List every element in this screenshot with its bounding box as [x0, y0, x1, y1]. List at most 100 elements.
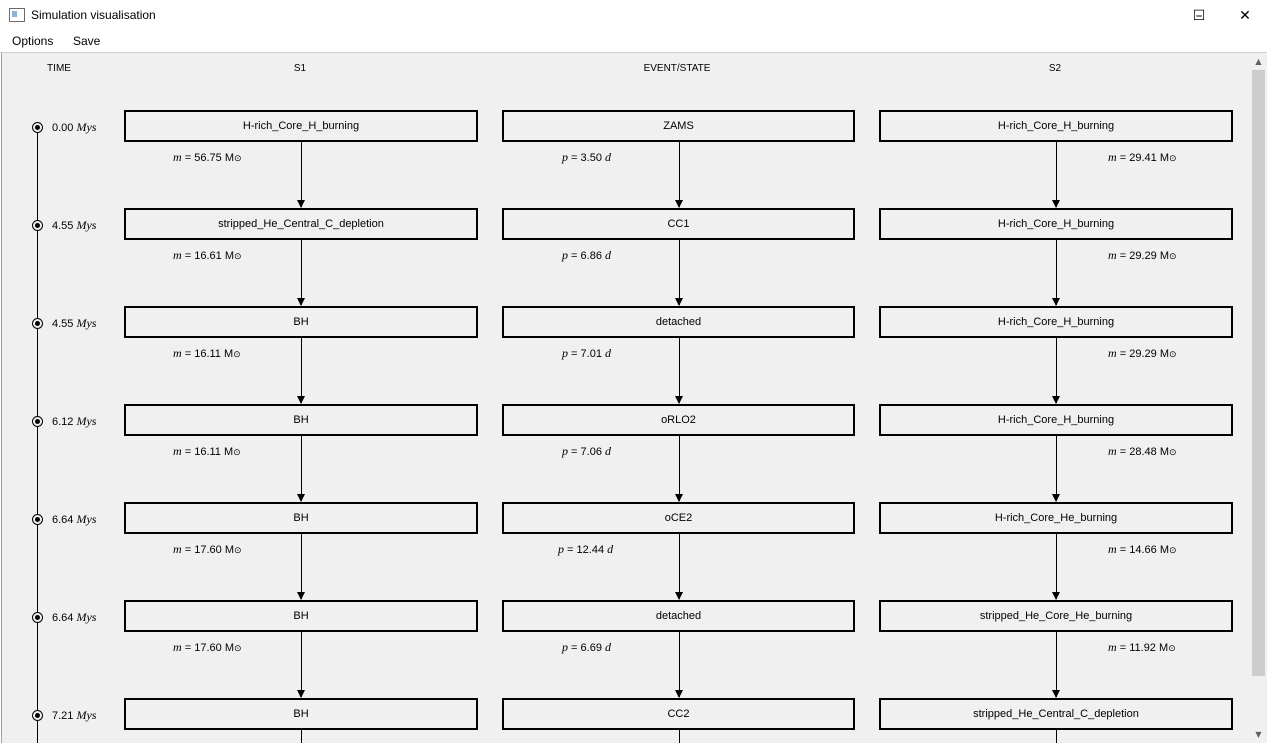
time-marker-icon	[32, 710, 43, 721]
state-box-event[interactable]: oRLO2	[502, 404, 855, 436]
column-header-s1: S1	[293, 63, 307, 74]
menu-options[interactable]: Options	[12, 34, 54, 48]
transition-arrow-icon	[679, 730, 680, 743]
time-label: 0.00 Mys	[52, 120, 96, 135]
state-box-s2[interactable]: H-rich_Core_He_burning	[879, 502, 1233, 534]
time-marker-icon	[32, 122, 43, 133]
transition-arrow-icon	[675, 142, 683, 208]
time-label: 7.21 Mys	[52, 708, 96, 723]
transition-arrow-icon	[1052, 240, 1060, 306]
transition-arrow-icon	[1052, 142, 1060, 208]
time-unit: Mys	[76, 120, 97, 134]
state-box-event[interactable]: ZAMS	[502, 110, 855, 142]
time-unit: Mys	[76, 708, 97, 722]
s1-mass-label: m = 16.61 M⊙	[173, 248, 242, 262]
transition-arrow-icon	[675, 534, 683, 600]
s1-mass-label: m = 17.60 M⊙	[173, 640, 242, 654]
transition-arrow-icon	[297, 534, 305, 600]
time-label: 6.64 Mys	[52, 512, 96, 527]
vertical-scrollbar[interactable]: ▲ ▼	[1250, 53, 1267, 743]
state-box-event[interactable]: oCE2	[502, 502, 855, 534]
state-box-s2[interactable]: stripped_He_Core_He_burning	[879, 600, 1233, 632]
period-label: p = 6.86 d	[562, 248, 612, 262]
transition-arrow-icon	[675, 632, 683, 698]
state-box-event[interactable]: CC1	[502, 208, 855, 240]
s2-mass-label: m = 14.66 M⊙	[1108, 542, 1177, 556]
state-box-s2[interactable]: H-rich_Core_H_burning	[879, 110, 1233, 142]
time-value: 0.00	[52, 122, 74, 134]
timeline-axis	[37, 125, 38, 743]
scroll-up-icon[interactable]: ▲	[1255, 57, 1262, 66]
transition-arrow-icon	[675, 338, 683, 404]
period-label: p = 7.06 d	[562, 444, 612, 458]
time-marker-icon	[32, 318, 43, 329]
time-unit: Mys	[76, 414, 97, 428]
state-box-s1[interactable]: BH	[124, 404, 478, 436]
transition-arrow-icon	[1052, 338, 1060, 404]
s2-mass-label: m = 28.48 M⊙	[1108, 444, 1177, 458]
maximize-button[interactable]: ☐	[1192, 7, 1206, 24]
s2-mass-label: m = 29.29 M⊙	[1108, 346, 1177, 360]
time-marker-icon	[32, 220, 43, 231]
s1-mass-label: m = 56.75 M⊙	[173, 150, 242, 164]
minimize-button[interactable]: –	[1195, 7, 1203, 24]
time-marker-icon	[32, 612, 43, 623]
state-box-s1[interactable]: H-rich_Core_H_burning	[124, 110, 478, 142]
time-label: 6.12 Mys	[52, 414, 96, 429]
transition-arrow-icon	[297, 338, 305, 404]
transition-arrow-icon	[1052, 436, 1060, 502]
state-box-s1[interactable]: stripped_He_Central_C_depletion	[124, 208, 478, 240]
state-box-s2[interactable]: H-rich_Core_H_burning	[879, 306, 1233, 338]
transition-arrow-icon	[1052, 632, 1060, 698]
transition-arrow-icon	[675, 240, 683, 306]
scroll-thumb[interactable]	[1252, 70, 1265, 676]
time-unit: Mys	[76, 316, 97, 330]
transition-arrow-icon	[1056, 730, 1057, 743]
state-box-s1[interactable]: BH	[124, 698, 478, 730]
s1-mass-label: m = 16.11 M⊙	[173, 346, 241, 360]
state-box-s1[interactable]: BH	[124, 600, 478, 632]
period-label: p = 6.69 d	[562, 640, 612, 654]
s2-mass-label: m = 11.92 M⊙	[1108, 640, 1176, 654]
state-box-event[interactable]: CC2	[502, 698, 855, 730]
state-box-s1[interactable]: BH	[124, 306, 478, 338]
s1-mass-label: m = 17.60 M⊙	[173, 542, 242, 556]
app-icon	[9, 8, 25, 22]
time-value: 6.64	[52, 612, 74, 624]
state-box-s2[interactable]: H-rich_Core_H_burning	[879, 404, 1233, 436]
menu-save[interactable]: Save	[73, 34, 101, 48]
close-button[interactable]: ✕	[1239, 7, 1251, 24]
transition-arrow-icon	[1052, 534, 1060, 600]
time-value: 4.55	[52, 318, 74, 330]
transition-arrow-icon	[675, 436, 683, 502]
s2-mass-label: m = 29.41 M⊙	[1108, 150, 1177, 164]
period-label: p = 12.44 d	[558, 542, 614, 556]
time-value: 6.12	[52, 416, 74, 428]
state-box-s2[interactable]: H-rich_Core_H_burning	[879, 208, 1233, 240]
time-marker-icon	[32, 514, 43, 525]
transition-arrow-icon	[297, 240, 305, 306]
minimize-icon-hidden	[1130, 0, 1176, 31]
time-marker-icon	[32, 416, 43, 427]
column-header-s2: S2	[1048, 63, 1062, 74]
time-unit: Mys	[76, 610, 97, 624]
time-value: 6.64	[52, 514, 74, 526]
s2-mass-label: m = 29.29 M⊙	[1108, 248, 1177, 262]
menu-bar: Options Save	[0, 31, 1269, 53]
transition-arrow-icon	[297, 436, 305, 502]
transition-arrow-icon	[301, 730, 302, 743]
title-bar: Simulation visualisation – ☐ ✕	[0, 0, 1269, 31]
column-header-time: TIME	[47, 63, 71, 74]
state-box-event[interactable]: detached	[502, 600, 855, 632]
state-box-s2[interactable]: stripped_He_Central_C_depletion	[879, 698, 1233, 730]
period-label: p = 7.01 d	[562, 346, 612, 360]
s1-mass-label: m = 16.11 M⊙	[173, 444, 241, 458]
scroll-down-icon[interactable]: ▼	[1255, 730, 1262, 739]
state-box-s1[interactable]: BH	[124, 502, 478, 534]
state-box-event[interactable]: detached	[502, 306, 855, 338]
time-label: 6.64 Mys	[52, 610, 96, 625]
time-label: 4.55 Mys	[52, 218, 96, 233]
window-title: Simulation visualisation	[31, 8, 156, 22]
time-value: 4.55	[52, 220, 74, 232]
transition-arrow-icon	[297, 632, 305, 698]
